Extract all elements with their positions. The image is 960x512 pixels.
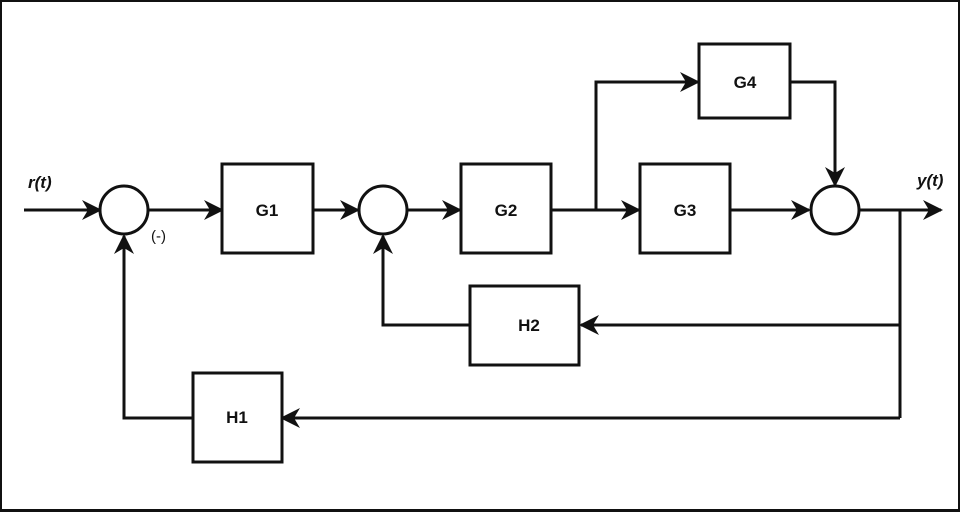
- block-g1: [220, 162, 315, 255]
- block-h1-label: H1: [226, 408, 248, 427]
- block-h2-label: H2: [518, 316, 540, 335]
- output-signal-label: y(t): [916, 171, 944, 190]
- h1-to-sum1-line: [114, 234, 193, 420]
- block-h2: [468, 284, 581, 367]
- block-g2-label: G2: [495, 201, 518, 220]
- g2-to-g4-line: [594, 72, 700, 210]
- input-signal-label: r(t): [28, 173, 52, 192]
- negative-sign-label: (-): [151, 228, 166, 245]
- block-h1: [191, 371, 284, 464]
- block-g4-label: G4: [734, 73, 757, 92]
- g4-to-sum3-line: [790, 80, 845, 187]
- h2-to-sum2-line: [373, 234, 470, 327]
- block-g3: [638, 162, 732, 255]
- summing-junction-1: [98, 184, 150, 236]
- block-g2: [459, 162, 553, 255]
- summing-junction-2: [357, 184, 409, 236]
- block-g3-label: G3: [674, 201, 697, 220]
- block-g1-label: G1: [256, 201, 279, 220]
- summing-junction-3: [809, 184, 861, 236]
- block-g4: [697, 42, 792, 120]
